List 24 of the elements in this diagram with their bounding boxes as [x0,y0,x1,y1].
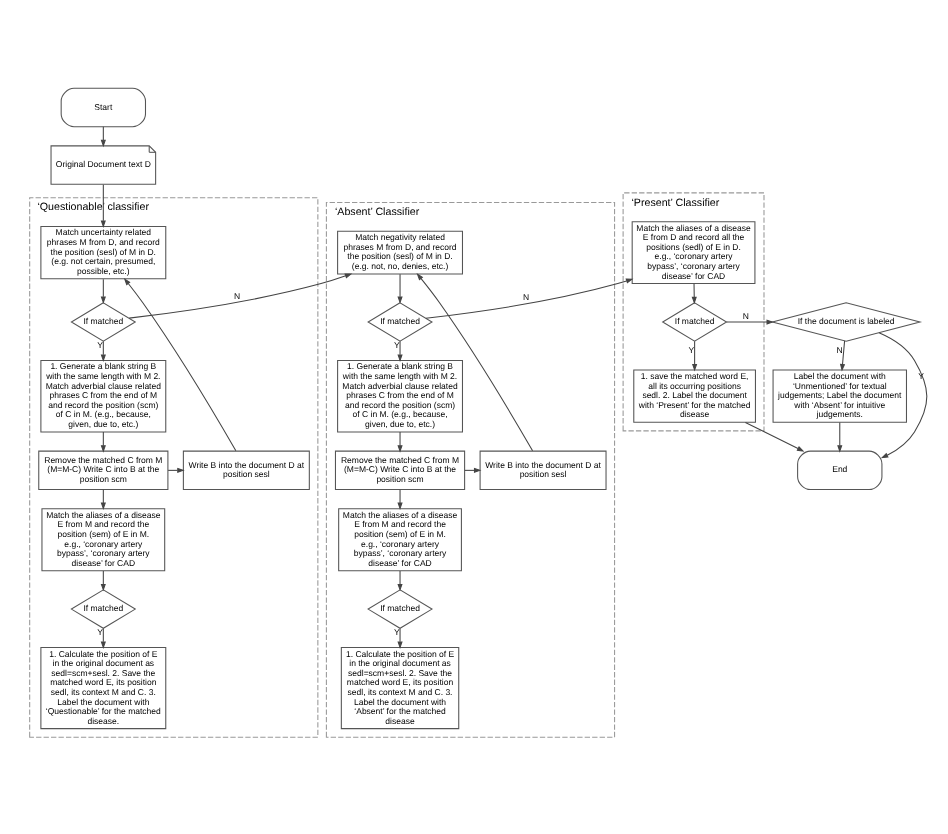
arrow [167,467,185,473]
arrow [416,273,534,452]
arrow [878,332,928,459]
arrow [726,319,774,325]
arrow [397,489,403,511]
arrow [100,570,106,592]
arrow [100,627,106,650]
arrow [839,340,846,372]
arrow [837,421,843,453]
arrow [397,273,403,304]
arrow [100,184,106,228]
arrow [397,340,403,362]
arrow [123,277,237,452]
arrow [397,570,403,592]
arrow [397,627,403,650]
arrow [464,467,482,473]
arrow [100,340,106,362]
arrow [100,126,106,148]
arrow [425,278,634,319]
arrow [744,421,805,452]
arrow [691,283,697,305]
arrow [128,273,353,319]
arrow [397,431,403,453]
arrow [692,340,698,372]
